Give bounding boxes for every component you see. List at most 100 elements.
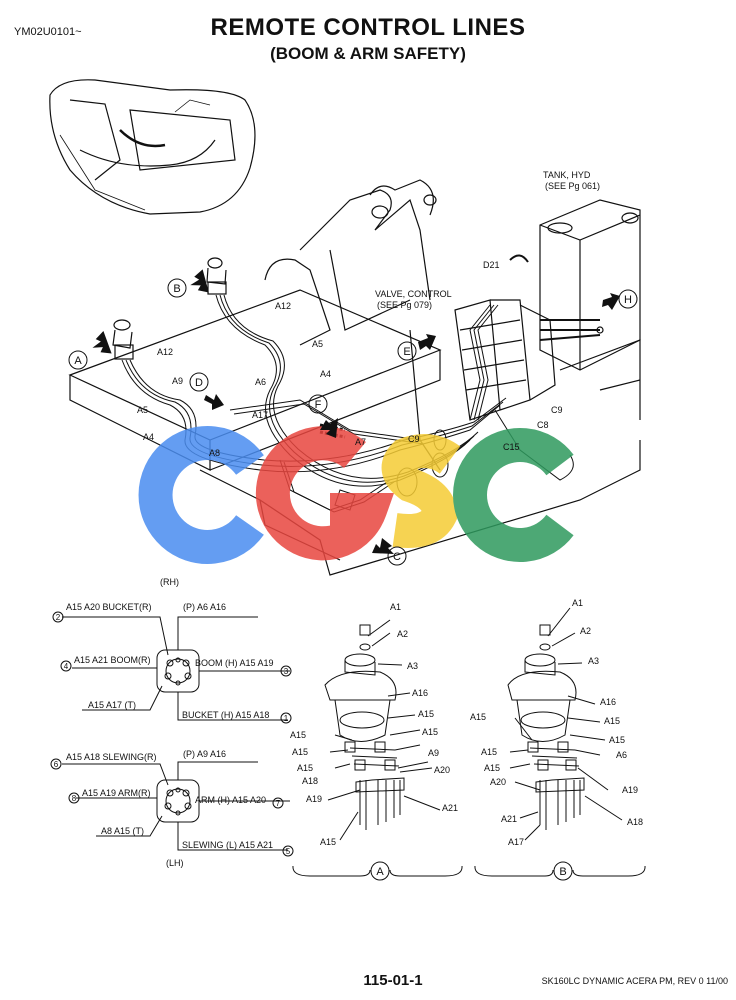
footer-model: SK160LC DYNAMIC ACERA PM, REV 0 11/00 (541, 976, 728, 986)
callout-b: B (173, 283, 180, 295)
rh-side-label: (RH) (160, 577, 179, 587)
port-label: A15 A20 BUCKET(R) (66, 602, 152, 612)
joystick-b (206, 257, 227, 295)
view-a-label: A (376, 866, 384, 878)
part-label: A16 (600, 697, 616, 707)
part-label: A1 (572, 598, 583, 608)
page-title: REMOTE CONTROL LINES (210, 14, 526, 41)
overview-inset (49, 79, 256, 215)
lh-side-label: (LH) (166, 858, 184, 868)
view-b-label: B (559, 866, 566, 878)
part-label: A8 (209, 448, 220, 458)
port-number: 6 (54, 760, 59, 769)
part-label: A15 (418, 709, 434, 719)
hydraulic-tank (539, 199, 641, 391)
part-label: A21 (501, 814, 517, 824)
part-label: A17 (508, 837, 524, 847)
part-label: A4 (143, 432, 154, 442)
callout-e: E (403, 346, 410, 358)
part-label: A2 (580, 626, 591, 636)
port-label: SLEWING (L) A15 A21 (182, 840, 273, 850)
port-label: A15 A19 ARM(R) (82, 788, 151, 798)
port-label: BOOM (H) A15 A19 (195, 658, 274, 668)
part-label: A15 (604, 716, 620, 726)
part-label: A18 (627, 817, 643, 827)
part-label: A18 (302, 776, 318, 786)
part-label: A6 (255, 377, 266, 387)
part-label: A15 (292, 747, 308, 757)
part-label: A15 (470, 712, 486, 722)
watermark-letter-s (381, 434, 461, 548)
callout-h: H (624, 294, 632, 306)
part-label: C8 (537, 420, 549, 430)
port-diagram-rh-body (62, 616, 290, 721)
part-label: A15 (290, 730, 306, 740)
watermark-letter-g (255, 426, 395, 561)
part-label: A17 (252, 410, 268, 420)
part-label: A15 (297, 763, 313, 773)
hose-bundle (121, 294, 574, 513)
boom-foot (264, 179, 437, 346)
port-number: 1 (284, 714, 289, 723)
tank-ref: (SEE Pg 061) (545, 181, 600, 191)
port-label: (P) A9 A16 (183, 749, 226, 759)
part-label: D21 (483, 260, 500, 270)
page-subtitle: (BOOM & ARM SAFETY) (270, 44, 466, 63)
part-label: A19 (622, 785, 638, 795)
part-label: A9 (428, 748, 439, 758)
part-label: A16 (412, 688, 428, 698)
page-number: 115-01-1 (363, 972, 423, 989)
tank-label: TANK, HYD (543, 170, 591, 180)
part-label: A7 (355, 437, 366, 447)
watermark-letter-c (453, 428, 574, 562)
port-label: ARM (H) A15 A20 (195, 795, 266, 805)
port-label: A15 A21 BOOM(R) (74, 655, 151, 665)
port-number: 7 (276, 799, 281, 808)
part-label: A3 (588, 656, 599, 666)
part-label: A15 (481, 747, 497, 757)
part-label: A3 (407, 661, 418, 671)
valve-ref: (SEE Pg 079) (377, 300, 432, 310)
port-number: 3 (284, 667, 289, 676)
part-label: A15 (422, 727, 438, 737)
part-label: A9 (172, 376, 183, 386)
callout-d: D (195, 377, 203, 389)
part-label: A12 (157, 347, 173, 357)
callout-a: A (74, 355, 82, 367)
part-label: C9 (551, 405, 563, 415)
port-number: 8 (72, 794, 77, 803)
part-label: A15 (320, 837, 336, 847)
port-number: 2 (56, 613, 61, 622)
part-label: A12 (275, 301, 291, 311)
port-label: A15 A17 (T) (88, 700, 136, 710)
part-label: A15 (484, 763, 500, 773)
part-label: A6 (616, 750, 627, 760)
port-diagram-lh-body (62, 761, 290, 851)
port-number: 4 (64, 662, 69, 671)
port-label: (P) A6 A16 (183, 602, 226, 612)
part-label: A15 (609, 735, 625, 745)
part-label: A5 (137, 405, 148, 415)
port-label: A15 A18 SLEWING(R) (66, 752, 157, 762)
callout-c: C (393, 551, 401, 563)
joystick-a (112, 319, 134, 360)
part-label: C15 (503, 442, 520, 452)
part-label: A2 (397, 629, 408, 639)
part-label: A19 (306, 794, 322, 804)
port-label: A8 A15 (T) (101, 826, 144, 836)
port-number: 5 (286, 847, 291, 856)
watermark (138, 426, 574, 564)
control-valve (454, 254, 604, 421)
part-label: C9 (408, 434, 420, 444)
part-label: A5 (312, 339, 323, 349)
port-label: BUCKET (H) A15 A18 (182, 710, 269, 720)
valve-label: VALVE, CONTROL (375, 289, 452, 299)
part-label: A4 (320, 369, 331, 379)
part-label: A20 (490, 777, 506, 787)
callout-f: F (315, 399, 322, 411)
document-code: YM02U0101~ (14, 26, 82, 38)
part-label: A1 (390, 602, 401, 612)
part-label: A20 (434, 765, 450, 775)
part-label: A21 (442, 803, 458, 813)
